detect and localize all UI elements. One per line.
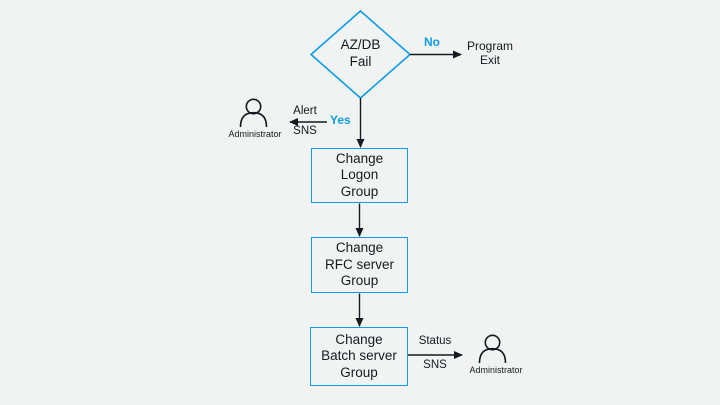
- decision-label-line1: AZ/DB: [340, 37, 381, 52]
- alert-label: Alert: [293, 105, 317, 117]
- step2-line3: Group: [340, 273, 379, 289]
- step1-line3: Group: [340, 183, 379, 199]
- step1-line1: Change: [335, 150, 384, 166]
- step3-line2: Batch server: [321, 348, 397, 364]
- program-exit-label: Program Exit: [458, 39, 522, 67]
- program-exit-line2: Exit: [479, 53, 500, 67]
- alert-sns-label: SNS: [293, 125, 317, 137]
- administrator-icon: [478, 334, 507, 364]
- step1-line2: Logon: [340, 167, 379, 183]
- yes-branch-label: Yes: [330, 113, 351, 127]
- step3-line1: Change: [335, 331, 383, 347]
- step-change-batch-server-group: Change Batch server Group: [310, 327, 408, 386]
- step-change-rfc-server-group: Change RFC server Group: [311, 237, 408, 293]
- step3-line3: Group: [340, 364, 378, 380]
- no-branch-label: No: [424, 35, 440, 49]
- program-exit-line1: Program: [466, 39, 513, 53]
- decision-label: AZ/DB Fail: [311, 36, 410, 70]
- status-label: Status: [418, 335, 452, 347]
- administrator-label: Administrator: [469, 365, 523, 375]
- step2-line2: RFC server: [324, 256, 394, 272]
- step2-line1: Change: [335, 240, 384, 256]
- decision-label-line2: Fail: [349, 54, 372, 69]
- status-sns-label: SNS: [423, 359, 447, 371]
- step-change-logon-group: Change Logon Group: [311, 148, 408, 203]
- administrator-label: Administrator: [228, 129, 282, 139]
- administrator-icon: [239, 98, 268, 128]
